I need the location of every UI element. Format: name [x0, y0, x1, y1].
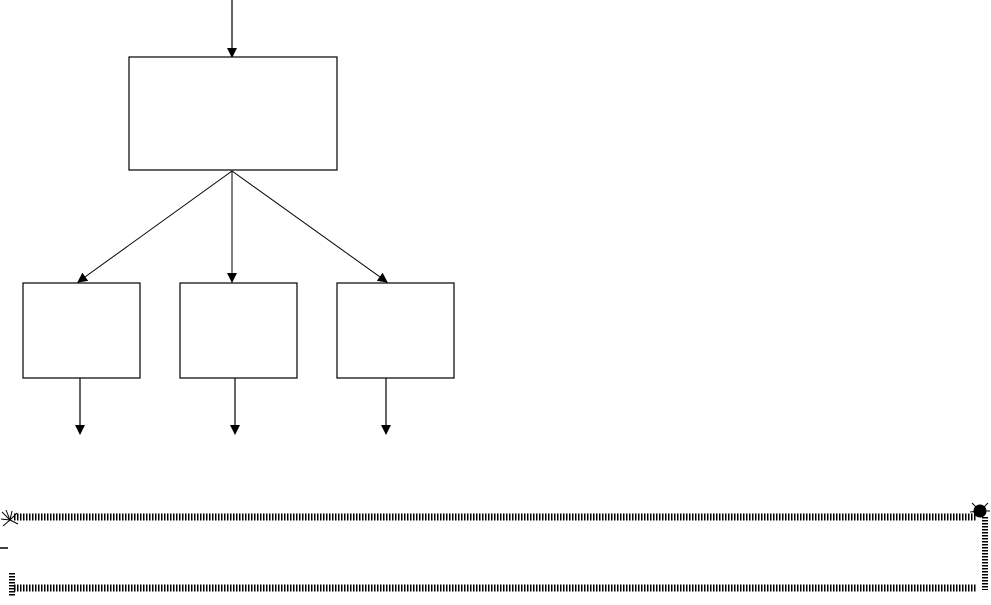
- root-node: [128, 56, 338, 171]
- child-node-3: [336, 282, 455, 379]
- corner-burst-top-left: [0, 509, 19, 527]
- dashed-frame: [0, 502, 990, 596]
- root-box: [128, 56, 338, 171]
- connector-right: [231, 170, 388, 283]
- child-box-2: [179, 282, 298, 379]
- child-node-1: [22, 282, 141, 379]
- connector-left: [77, 170, 233, 283]
- child-box-1: [22, 282, 141, 379]
- child-box-3: [336, 282, 455, 379]
- corner-burst-top-right: [969, 502, 990, 518]
- child-node-2: [179, 282, 298, 379]
